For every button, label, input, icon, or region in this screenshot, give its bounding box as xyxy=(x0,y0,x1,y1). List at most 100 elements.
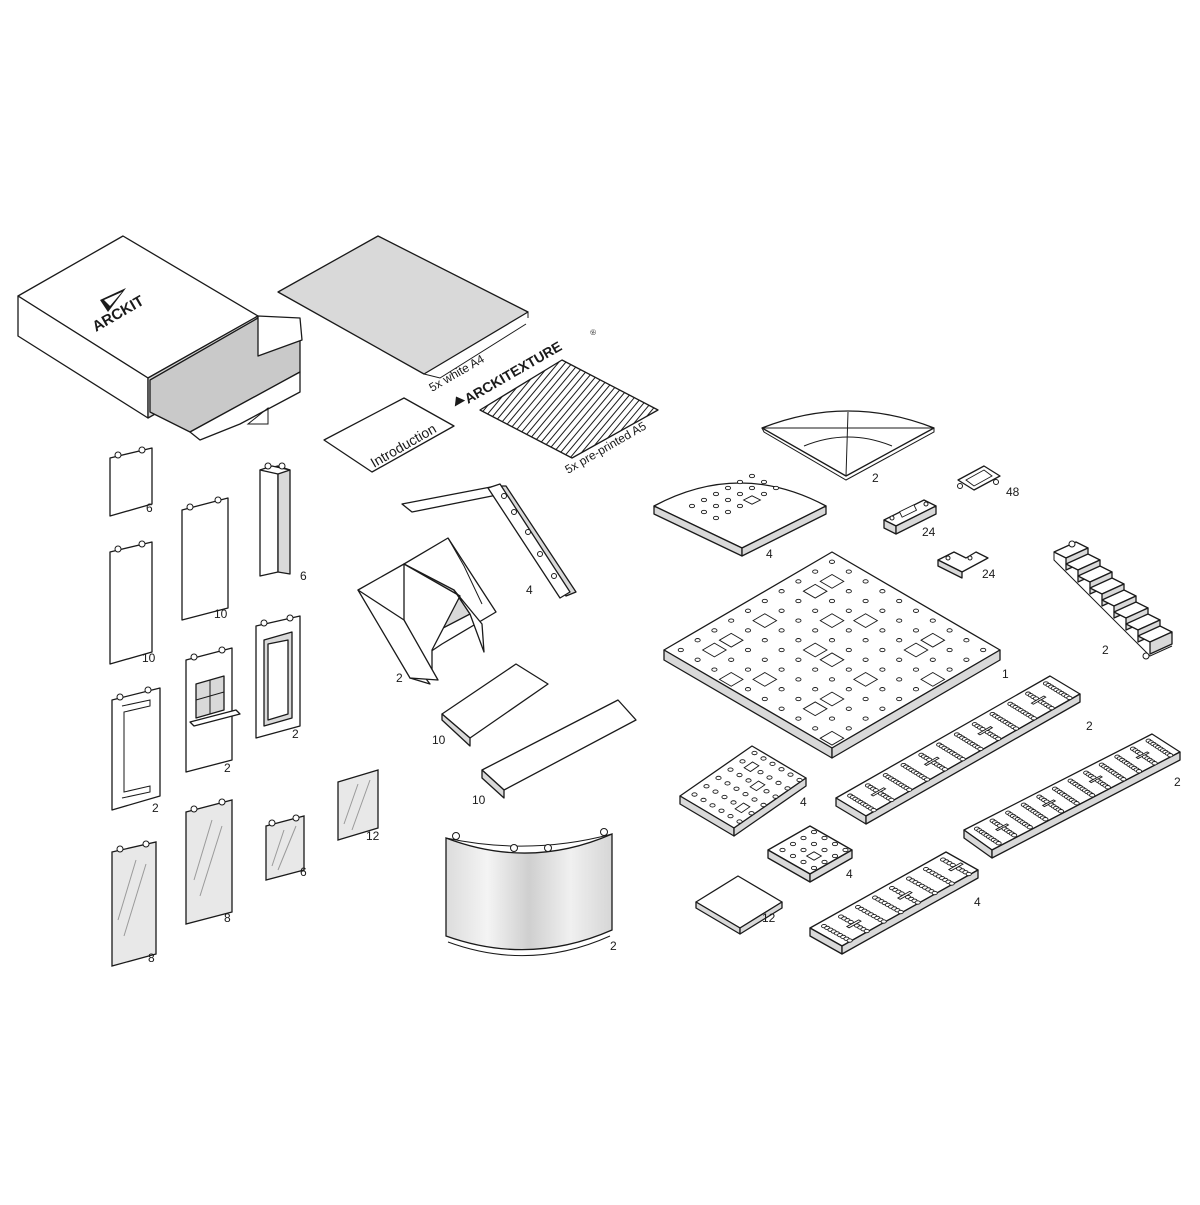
stair: 2 xyxy=(1053,540,1173,660)
socket xyxy=(819,730,845,746)
glass-panel-medium: 8 xyxy=(185,798,233,925)
peg-hole xyxy=(748,811,755,816)
glass-panel-small: 6 xyxy=(265,814,307,881)
peg-hole xyxy=(879,647,886,653)
peg-hole xyxy=(929,657,936,662)
peg-hole xyxy=(718,808,725,813)
rafter: 4 xyxy=(401,483,577,599)
socket xyxy=(947,862,964,872)
peg-hole xyxy=(845,608,852,613)
peg-hole xyxy=(715,775,722,781)
peg-hole xyxy=(736,819,743,824)
peg-hole xyxy=(831,853,839,859)
panel-with-cutout: 2 xyxy=(111,686,161,815)
base-large: 1 xyxy=(663,551,1009,759)
peg-hole xyxy=(778,667,785,672)
peg-hole xyxy=(810,865,818,871)
socket xyxy=(734,802,751,814)
peg-hole xyxy=(760,491,768,497)
peg-hole xyxy=(691,792,698,797)
peg-hole xyxy=(787,772,794,777)
peg-hole xyxy=(795,618,802,623)
peg-hole xyxy=(879,687,886,692)
panel-tall-a: 10 xyxy=(109,540,156,665)
peg-hole xyxy=(896,618,903,623)
qty-slab-long: 10 xyxy=(472,793,486,807)
peg-hole xyxy=(724,485,732,491)
socket xyxy=(805,851,823,861)
peg-hole xyxy=(906,787,913,792)
peg-hole xyxy=(778,608,785,613)
stair-stud xyxy=(1142,652,1150,660)
peg-hole xyxy=(677,647,684,653)
arckitexture-mark: ® xyxy=(589,327,599,338)
peg-hole xyxy=(812,628,819,633)
peg-hole xyxy=(862,598,869,604)
quarter-disc: 2 xyxy=(761,410,935,485)
socket xyxy=(845,919,862,929)
window-sill-panel: 2 xyxy=(185,646,241,775)
peg-hole xyxy=(862,579,869,584)
peg-hole xyxy=(845,726,852,731)
peg-hole xyxy=(795,638,802,643)
socket xyxy=(819,652,845,668)
peg-hole xyxy=(879,706,886,711)
socket xyxy=(718,632,744,648)
peg-hole xyxy=(800,859,807,865)
peg-hole xyxy=(772,794,779,799)
peg-hole xyxy=(772,485,780,491)
peg-hole xyxy=(778,589,785,594)
peg-hole xyxy=(778,767,785,772)
peg-hole xyxy=(1026,825,1033,830)
peg-hole xyxy=(1066,695,1073,701)
peg-hole xyxy=(831,841,839,847)
connector-straight: 24 xyxy=(883,499,937,539)
peg-hole xyxy=(1057,809,1065,814)
peg-hole xyxy=(1167,753,1174,758)
peg-hole xyxy=(912,687,920,692)
socket xyxy=(920,672,946,687)
peg-hole xyxy=(812,667,819,672)
peg-hole xyxy=(931,890,938,896)
peg-hole xyxy=(812,726,819,731)
peg-hole xyxy=(736,772,743,778)
peg-hole xyxy=(712,503,720,509)
peg-hole xyxy=(870,807,877,813)
peg-hole xyxy=(862,696,869,702)
peg-hole xyxy=(763,789,770,794)
socket xyxy=(752,672,778,687)
qty-column: 6 xyxy=(300,569,307,583)
peg-hole xyxy=(845,628,852,633)
peg-hole xyxy=(1089,793,1096,798)
peg-hole xyxy=(963,638,970,643)
socket xyxy=(1088,775,1103,784)
socket xyxy=(852,672,879,687)
socket xyxy=(718,672,744,687)
socket xyxy=(701,642,728,658)
peg-hole xyxy=(888,797,895,803)
slab-long: 10 xyxy=(472,699,637,807)
qty-clip: 48 xyxy=(1006,485,1020,499)
peg-hole xyxy=(879,608,886,613)
peg-hole xyxy=(795,677,802,682)
peg-hole xyxy=(760,802,767,808)
peg-hole xyxy=(912,608,920,613)
peg-hole xyxy=(744,647,752,653)
peg-hole xyxy=(845,569,852,574)
connector-corner: 24 xyxy=(937,551,996,581)
peg-hole xyxy=(845,589,852,594)
peg-hole xyxy=(1011,833,1018,838)
qty-base-tiny: 4 xyxy=(846,867,853,881)
peg-hole xyxy=(795,579,802,584)
peg-hole xyxy=(949,862,956,868)
socket xyxy=(1030,695,1047,705)
qty-slab-short: 10 xyxy=(432,733,446,747)
stair-riser xyxy=(1149,631,1173,655)
qty-base-small: 4 xyxy=(800,795,807,809)
peg-hole xyxy=(736,503,744,509)
peg-hole xyxy=(778,687,785,692)
peg-hole xyxy=(724,497,732,503)
qty-strip-upper: 2 xyxy=(1086,719,1093,733)
qty-panel-small: 6 xyxy=(146,501,153,515)
